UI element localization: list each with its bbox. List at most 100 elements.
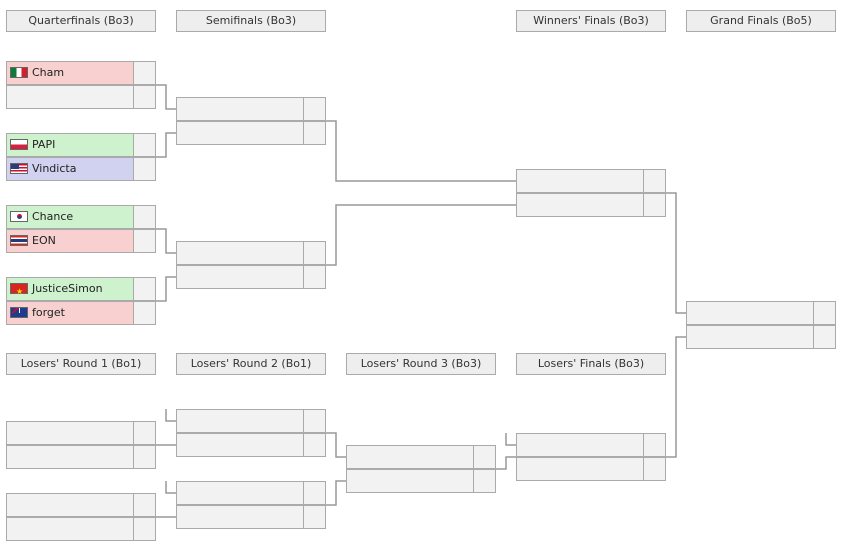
- match-slot[interactable]: [6, 85, 156, 109]
- score-cell: [644, 170, 665, 192]
- losers-round-2-match-1: [176, 409, 326, 457]
- player-name: PAPI: [32, 138, 56, 151]
- match-slot[interactable]: PAPI: [6, 133, 156, 157]
- match-slot[interactable]: [346, 445, 496, 469]
- match-slot[interactable]: [686, 301, 836, 325]
- match-slot[interactable]: [6, 517, 156, 541]
- match-slot[interactable]: [176, 241, 326, 265]
- quarterfinal-match-4: JusticeSimon forget: [6, 277, 156, 325]
- match-slot[interactable]: [686, 325, 836, 349]
- player-name-cell: [177, 98, 304, 120]
- player-name-cell: [347, 446, 474, 468]
- score-cell: [644, 458, 665, 480]
- player-name-cell: [7, 422, 134, 444]
- header-losers-round-3: Losers' Round 3 (Bo3): [346, 353, 496, 375]
- score-cell: [134, 158, 155, 180]
- header-quarterfinals: Quarterfinals (Bo3): [6, 10, 156, 32]
- header-grand-finals: Grand Finals (Bo5): [686, 10, 836, 32]
- player-name-cell: [517, 194, 644, 216]
- australia-flag-icon: [10, 306, 28, 318]
- semifinal-match-1: [176, 97, 326, 145]
- score-cell: [304, 410, 325, 432]
- losers-round-1-match-2: [6, 493, 156, 541]
- match-slot[interactable]: EON: [6, 229, 156, 253]
- score-cell: [474, 446, 495, 468]
- player-name: Chance: [32, 210, 74, 223]
- player-name-cell: [177, 410, 304, 432]
- player-name-cell: forget: [7, 302, 134, 324]
- score-cell: [814, 302, 835, 324]
- score-cell: [134, 494, 155, 516]
- player-name-cell: Chance: [7, 206, 134, 228]
- score-cell: [134, 518, 155, 540]
- player-name-cell: [177, 506, 304, 528]
- player-name-cell: Vindicta: [7, 158, 134, 180]
- player-name-cell: [687, 326, 814, 348]
- match-slot[interactable]: JusticeSimon: [6, 277, 156, 301]
- player-name-cell: [7, 446, 134, 468]
- grand-finals-match: [686, 301, 836, 349]
- score-cell: [304, 482, 325, 504]
- match-slot[interactable]: [176, 97, 326, 121]
- score-cell: [134, 422, 155, 444]
- player-name-cell: [177, 122, 304, 144]
- player-name-cell: [7, 518, 134, 540]
- semifinal-match-2: [176, 241, 326, 289]
- player-name-cell: PAPI: [7, 134, 134, 156]
- korea-flag-icon: [10, 210, 28, 222]
- match-slot[interactable]: [346, 469, 496, 493]
- player-name-cell: [177, 434, 304, 456]
- match-slot[interactable]: [6, 493, 156, 517]
- losers-round-2-match-2: [176, 481, 326, 529]
- losers-finals-match: [516, 433, 666, 481]
- match-slot[interactable]: [516, 169, 666, 193]
- match-slot[interactable]: [6, 421, 156, 445]
- match-slot[interactable]: [6, 445, 156, 469]
- score-cell: [134, 86, 155, 108]
- match-slot[interactable]: [176, 433, 326, 457]
- header-winners-finals: Winners' Finals (Bo3): [516, 10, 666, 32]
- match-slot[interactable]: [516, 193, 666, 217]
- score-cell: [304, 242, 325, 264]
- match-slot[interactable]: [176, 505, 326, 529]
- match-slot[interactable]: [516, 433, 666, 457]
- player-name: JusticeSimon: [32, 282, 103, 295]
- quarterfinal-match-1: Cham: [6, 61, 156, 109]
- vietnam-flag-icon: [10, 281, 28, 300]
- header-semifinals: Semifinals (Bo3): [176, 10, 326, 32]
- match-slot[interactable]: forget: [6, 301, 156, 325]
- player-name: Vindicta: [32, 162, 77, 175]
- match-slot[interactable]: [516, 457, 666, 481]
- match-slot[interactable]: [176, 121, 326, 145]
- score-cell: [134, 206, 155, 228]
- score-cell: [134, 446, 155, 468]
- player-name-cell: EON: [7, 230, 134, 252]
- score-cell: [304, 122, 325, 144]
- player-name-cell: [517, 458, 644, 480]
- losers-round-3-match: [346, 445, 496, 493]
- player-name-cell: [177, 482, 304, 504]
- score-cell: [304, 266, 325, 288]
- player-name-cell: [347, 470, 474, 492]
- header-losers-round-1: Losers' Round 1 (Bo1): [6, 353, 156, 375]
- poland-flag-icon: [10, 138, 28, 150]
- match-slot[interactable]: [176, 409, 326, 433]
- match-slot[interactable]: [176, 265, 326, 289]
- score-cell: [644, 194, 665, 216]
- player-name: Cham: [32, 66, 65, 79]
- score-cell: [134, 302, 155, 324]
- player-name-cell: JusticeSimon: [7, 278, 134, 300]
- quarterfinal-match-2: PAPI Vindicta: [6, 133, 156, 181]
- score-cell: [134, 278, 155, 300]
- match-slot[interactable]: [176, 481, 326, 505]
- player-name-cell: [517, 170, 644, 192]
- player-name: EON: [32, 234, 56, 247]
- match-slot[interactable]: Vindicta: [6, 157, 156, 181]
- player-name-cell: Cham: [7, 62, 134, 84]
- score-cell: [644, 434, 665, 456]
- match-slot[interactable]: Chance: [6, 205, 156, 229]
- match-slot[interactable]: Cham: [6, 61, 156, 85]
- header-losers-round-2: Losers' Round 2 (Bo1): [176, 353, 326, 375]
- score-cell: [304, 434, 325, 456]
